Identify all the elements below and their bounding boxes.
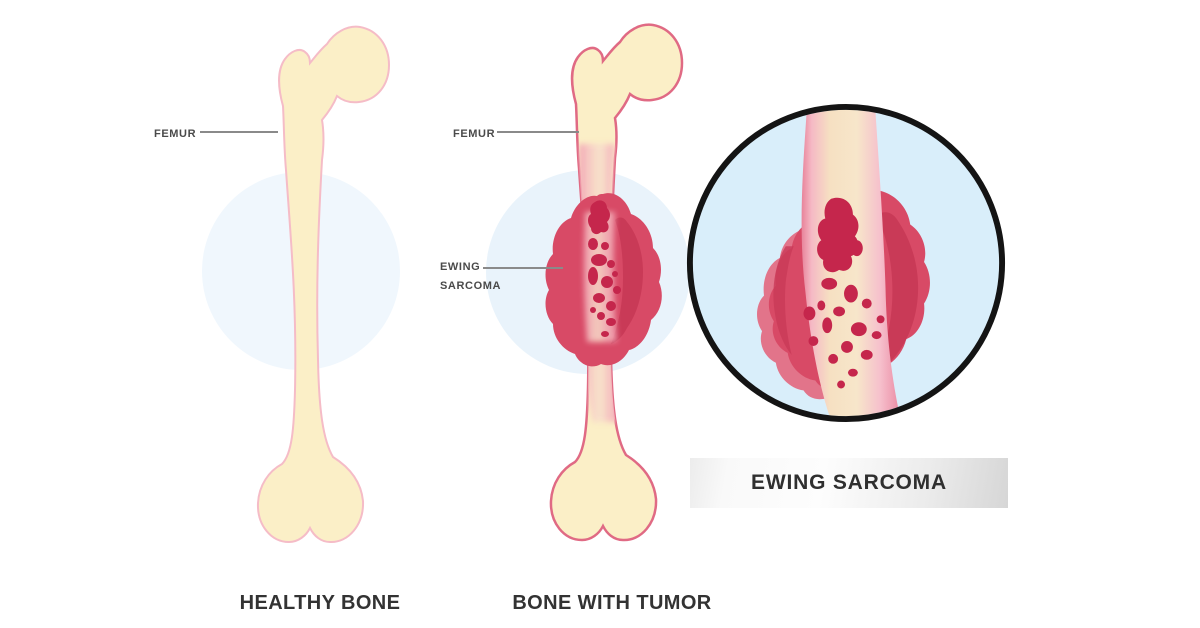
femur-pointer-line-healthy bbox=[200, 131, 278, 133]
magnified-necrosis-blobs bbox=[803, 197, 885, 389]
healthy-bone-title: HEALTHY BONE bbox=[239, 592, 401, 614]
ewing-sarcoma-pointer-line bbox=[483, 267, 563, 269]
caption-text: EWING SARCOMA bbox=[751, 471, 947, 494]
magnifier-ring bbox=[686, 103, 1006, 423]
femur-label-healthy: FEMUR bbox=[154, 128, 197, 140]
bone-with-tumor-title: BONE WITH TUMOR bbox=[512, 592, 712, 614]
necrosis-blobs bbox=[588, 200, 621, 337]
magnified-tumor-dark-left bbox=[773, 246, 794, 355]
femur-label-tumor: FEMUR bbox=[453, 128, 496, 140]
ewing-sarcoma-label-line1: EWING bbox=[440, 261, 481, 273]
caption-bar: EWING SARCOMA bbox=[690, 458, 1008, 508]
ewing-sarcoma-label-line2: SARCOMA bbox=[440, 280, 502, 292]
femur-pointer-line-tumor bbox=[497, 131, 579, 133]
healthy-femur-shape bbox=[256, 25, 391, 544]
tumor-femur-illustration bbox=[545, 23, 684, 542]
magnifier-inset bbox=[686, 103, 1006, 423]
healthy-femur-illustration bbox=[256, 25, 391, 544]
ewing-sarcoma-label: EWING SARCOMA bbox=[440, 258, 501, 296]
tumor-dark-shade bbox=[611, 217, 643, 344]
magnified-tumor-dark-shade bbox=[874, 212, 919, 371]
